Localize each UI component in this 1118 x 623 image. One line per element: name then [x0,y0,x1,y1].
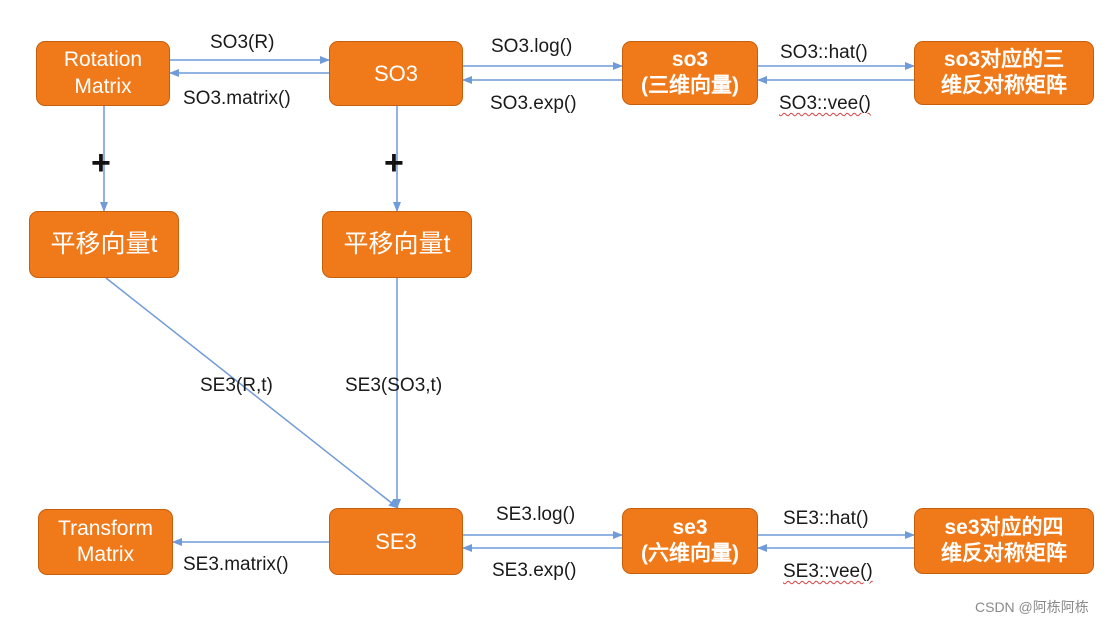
label-so3-vee: SO3::vee() [779,93,871,114]
edge-se3-from-rt [105,277,399,509]
node-so3-skew-matrix: so3对应的三维反对称矩阵 [914,41,1094,105]
label-so3-matrix: SO3.matrix() [183,88,291,109]
label-se3-from-so3t: SE3(SO3,t) [345,375,443,396]
label-so3-exp: SO3.exp() [490,93,577,114]
node-translation-2: 平移向量t [322,211,472,278]
node-se3-skew-matrix: se3对应的四维反对称矩阵 [914,508,1094,574]
node-translation-1: 平移向量t [29,211,179,278]
label-so3-log: SO3.log() [491,36,573,57]
label-se3-matrix: SE3.matrix() [183,554,289,575]
plus-sign-right: + [384,144,404,182]
node-se3-algebra: se3(六维向量) [622,508,758,574]
label-so3-hat: SO3::hat() [780,42,868,63]
label-se3-from-rt: SE3(R,t) [200,375,273,396]
node-se3-group: SE3 [329,508,463,575]
label-se3-hat: SE3::hat() [783,508,869,529]
label-se3-vee: SE3::vee() [783,561,873,582]
label-so3-ctor: SO3(R) [210,32,275,53]
label-se3-exp: SE3.exp() [492,560,577,581]
node-so3-group: SO3 [329,41,463,106]
node-so3-algebra: so3(三维向量) [622,41,758,105]
watermark: CSDN @阿栋阿栋 [975,599,1089,615]
plus-sign-left: + [91,144,111,182]
label-se3-log: SE3.log() [496,504,576,525]
